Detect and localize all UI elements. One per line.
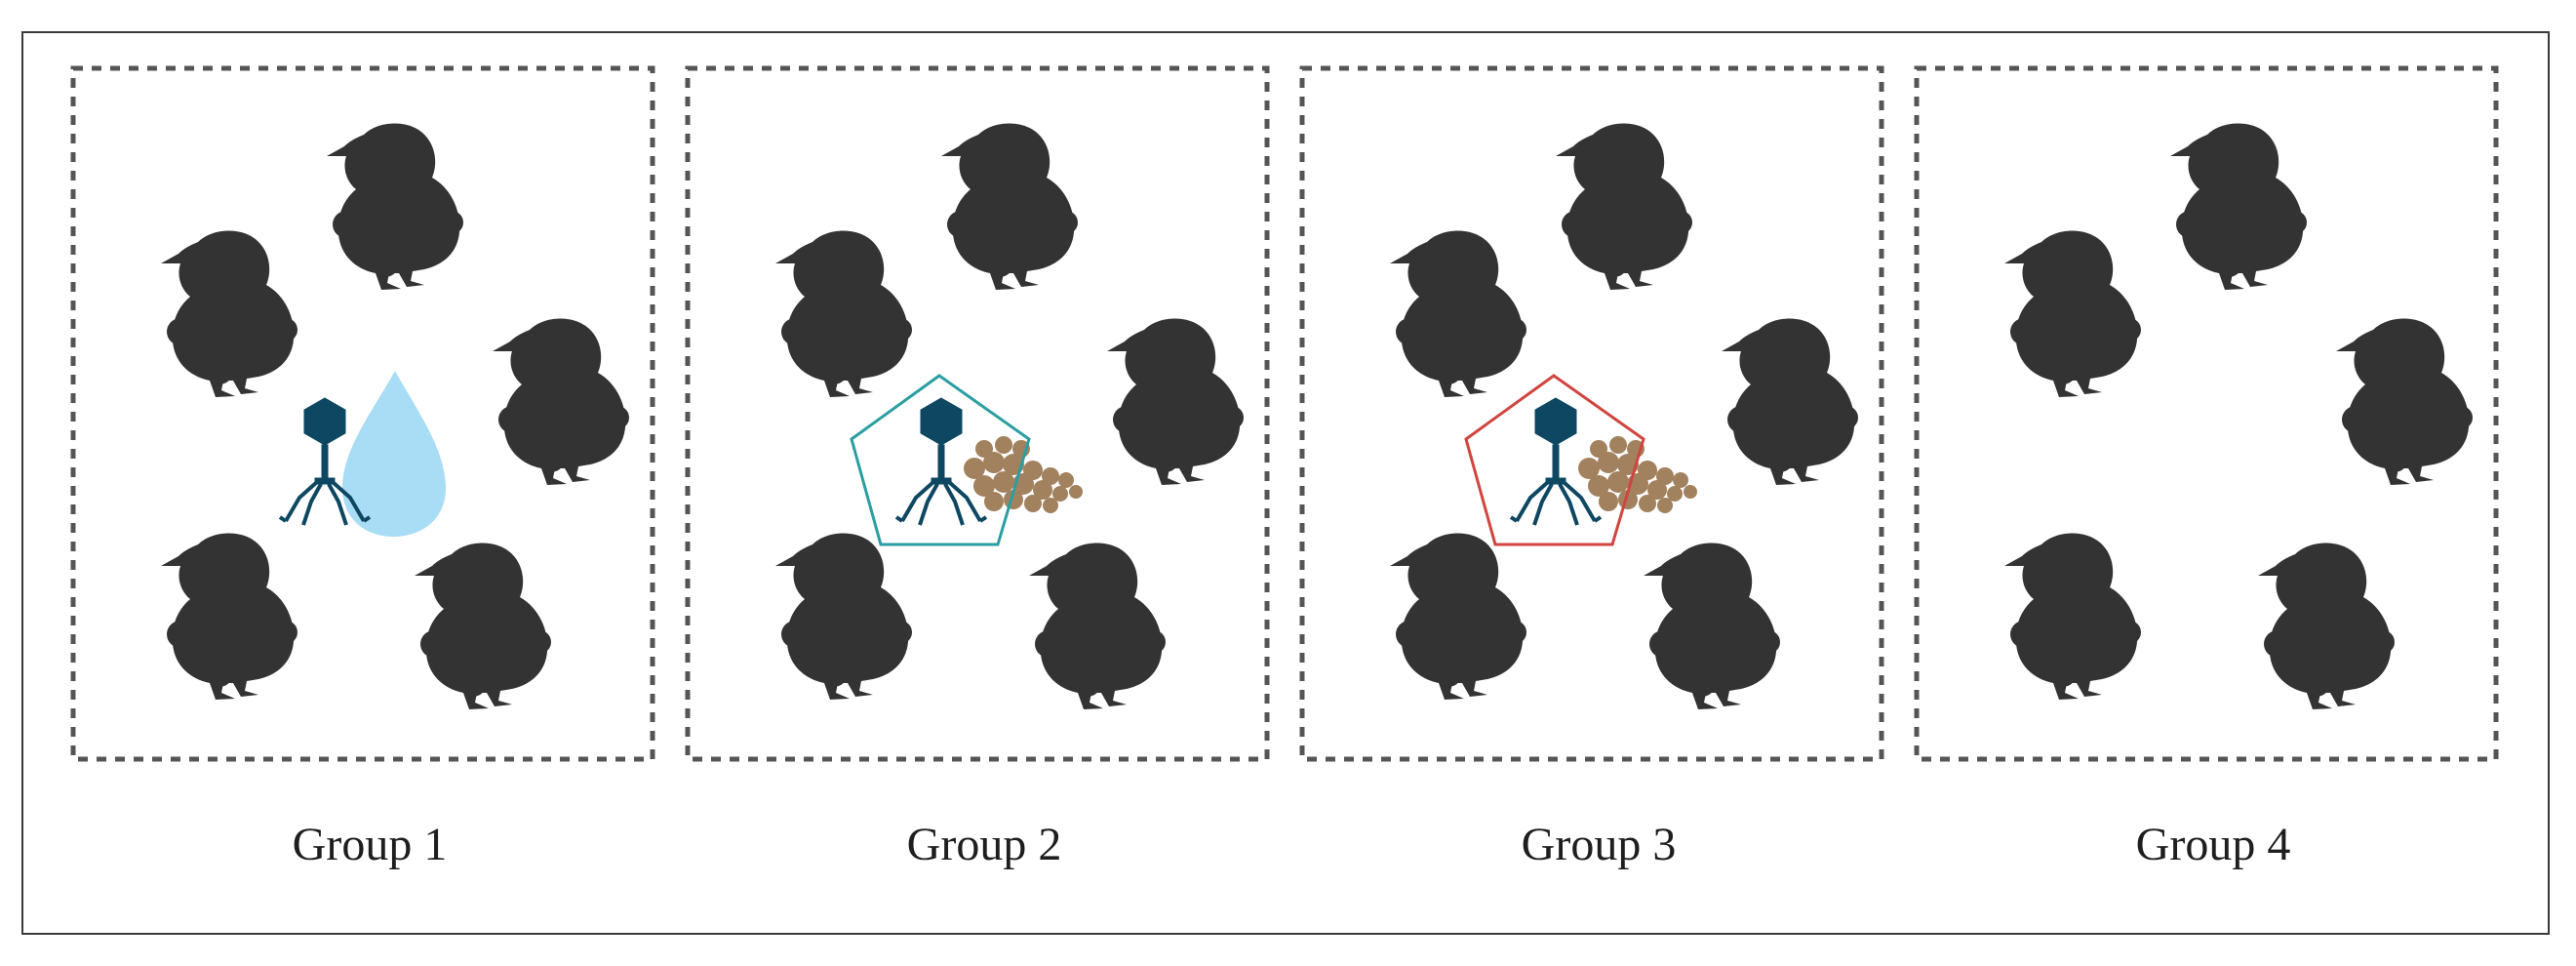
- dashed-pen-border: [685, 65, 1270, 762]
- outer-frame: [21, 31, 2550, 935]
- group-3-label: Group 3: [1521, 819, 1677, 870]
- chick-icon: [2258, 543, 2395, 709]
- group-2-panel: [685, 65, 1270, 762]
- feed-pellets-icon: [1578, 436, 1697, 513]
- chick-icon: [775, 230, 912, 397]
- group-4-panel: [1914, 65, 2499, 762]
- chick-icon: [161, 533, 297, 700]
- capsule-outline-icon: [850, 374, 1031, 546]
- chick-icon: [1029, 543, 1166, 709]
- dashed-pen-border: [1299, 65, 1884, 762]
- group-1-label: Group 1: [292, 819, 448, 870]
- chick-icon: [1390, 533, 1526, 700]
- group-2-label: Group 2: [906, 819, 1062, 870]
- chick-icon: [493, 318, 629, 485]
- chick-icon: [1722, 318, 1858, 485]
- chick-icon: [327, 123, 463, 290]
- chick-icon: [2004, 533, 2141, 700]
- dashed-pen-border: [1914, 65, 2499, 762]
- chick-icon: [775, 533, 912, 700]
- chick-icon: [415, 543, 551, 709]
- water-drop-icon: [342, 371, 446, 537]
- capsule-outline-icon: [1464, 374, 1645, 546]
- chick-icon: [2170, 123, 2307, 290]
- dashed-pen-border: [70, 65, 655, 762]
- chick-icon: [941, 123, 1078, 290]
- chick-icon: [1644, 543, 1780, 709]
- feed-pellets-icon: [964, 436, 1083, 513]
- chick-icon: [1556, 123, 1692, 290]
- group-3-panel: [1299, 65, 1884, 762]
- chick-icon: [2004, 230, 2141, 397]
- group-1-panel: [70, 65, 655, 762]
- chick-icon: [1107, 318, 1244, 485]
- chick-icon: [161, 230, 297, 397]
- group-4-label: Group 4: [2135, 819, 2291, 870]
- chick-icon: [2336, 318, 2473, 485]
- chick-icon: [1390, 230, 1526, 397]
